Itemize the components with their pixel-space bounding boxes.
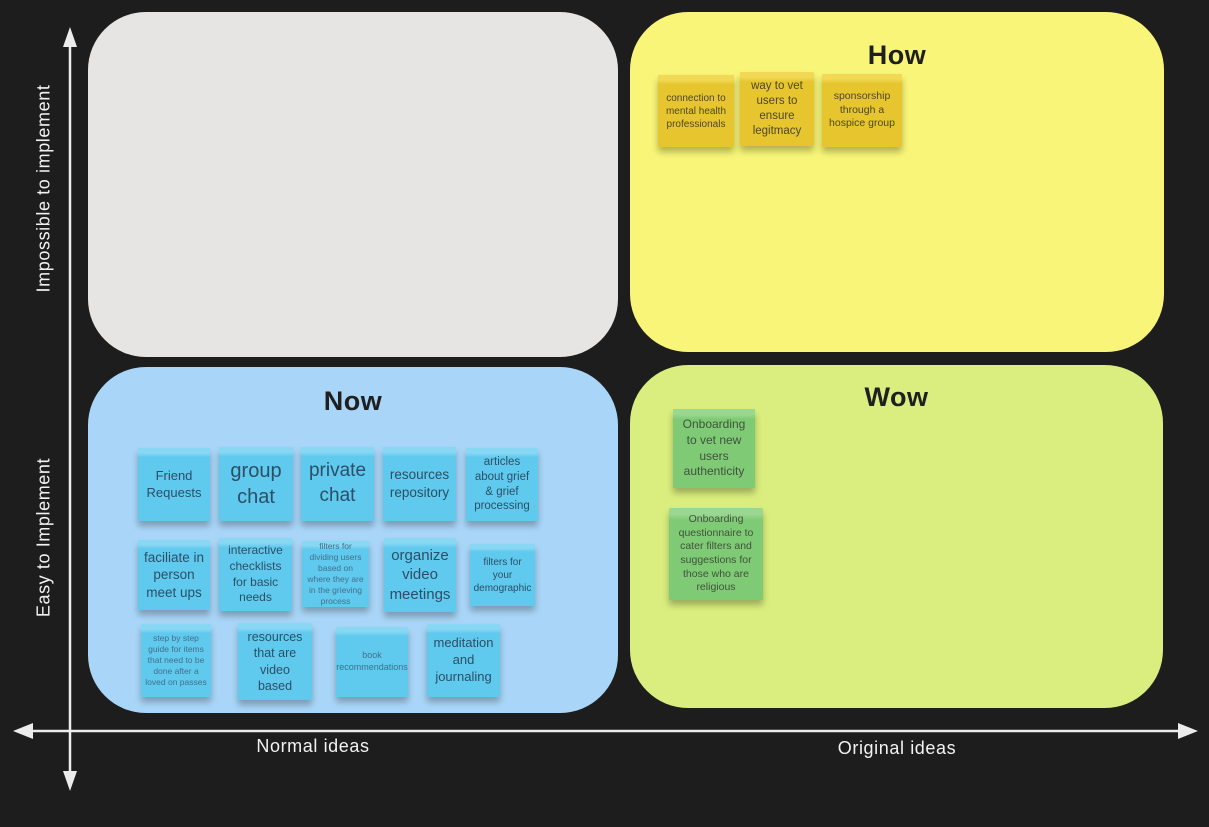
quadrant-how[interactable]: How: [630, 12, 1164, 352]
sticky-note-now[interactable]: interactive checklists for basic needs: [219, 538, 292, 611]
quadrant-wow-title: Wow: [864, 382, 929, 412]
sticky-note-now[interactable]: filters for your demographic: [470, 544, 535, 606]
arrow-down-icon: [63, 771, 77, 791]
sticky-note-wow[interactable]: Onboarding to vet new users authenticity: [673, 409, 755, 488]
x-axis-right-label: Original ideas: [837, 738, 957, 758]
quadrant-how-title: How: [867, 40, 927, 70]
arrow-right-icon: [1178, 723, 1198, 739]
sticky-note-now[interactable]: faciliate in person meet ups: [138, 540, 210, 610]
sticky-note-now[interactable]: resources that are video based: [238, 623, 312, 700]
x-axis-left-label: Normal ideas: [256, 736, 370, 756]
y-axis-top-label: Impossible to implement: [33, 84, 54, 293]
sticky-note-how[interactable]: way to vet users to ensure legitmacy: [740, 72, 814, 146]
arrow-up-icon: [63, 27, 77, 47]
sticky-note-now[interactable]: resources repository: [383, 447, 456, 521]
sticky-note-how[interactable]: sponsorship through a hospice group: [822, 74, 902, 147]
arrow-left-icon: [13, 723, 33, 739]
sticky-note-now[interactable]: organize video meetings: [384, 538, 456, 612]
quadrant-empty[interactable]: [88, 12, 618, 357]
sticky-note-wow[interactable]: Onboarding questionnaire to cater filter…: [669, 508, 763, 600]
sticky-note-now[interactable]: filters for dividing users based on wher…: [302, 541, 369, 607]
sticky-note-now[interactable]: group chat: [219, 447, 293, 521]
sticky-note-now[interactable]: step by step guide for items that need t…: [141, 624, 211, 697]
sticky-note-now[interactable]: articles about grief & grief processing: [466, 448, 538, 521]
sticky-note-how[interactable]: connection to mental health professional…: [658, 75, 734, 147]
sticky-note-now[interactable]: private chat: [301, 447, 374, 521]
y-axis-bottom-label: Easy to Implement: [33, 457, 54, 618]
sticky-note-now[interactable]: book recommendations: [336, 627, 408, 697]
sticky-note-now[interactable]: Friend Requests: [138, 448, 210, 521]
quadrant-now-title: Now: [323, 386, 383, 416]
sticky-note-now[interactable]: meditation and journaling: [427, 624, 500, 697]
